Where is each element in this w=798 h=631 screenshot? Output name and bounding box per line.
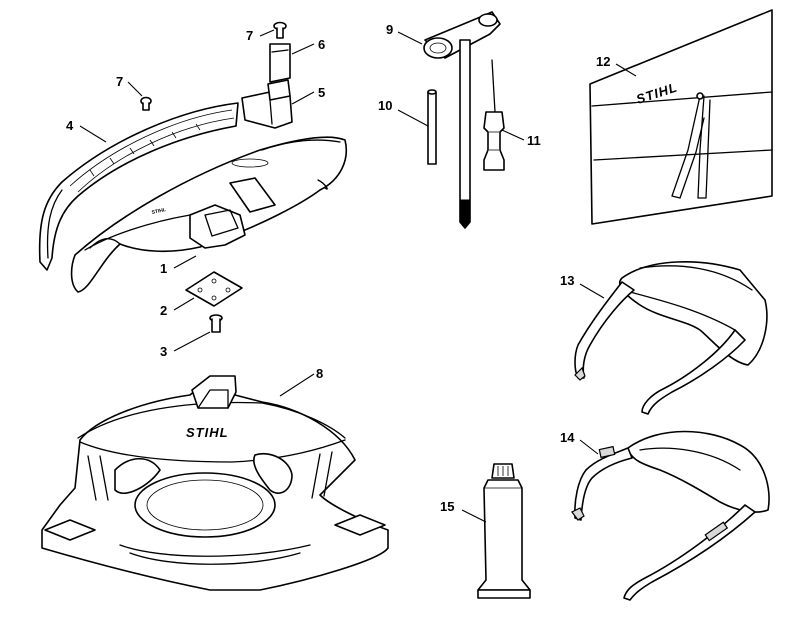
callout-13: 13	[560, 273, 574, 288]
part-2-plate	[185, 271, 243, 307]
guard-logo: STIHL	[151, 207, 166, 216]
callout-7-top: 7	[246, 28, 253, 43]
callout-2: 2	[160, 303, 167, 318]
callout-1: 1	[160, 261, 167, 276]
part-7-screw-top	[273, 21, 287, 39]
part-5-bracket	[241, 79, 293, 129]
leader-lines	[79, 29, 637, 523]
part-6-clamp	[269, 43, 291, 83]
part-8-carrier: STIHL	[41, 375, 389, 591]
part-11-screwdriver	[483, 59, 505, 171]
carrier-logo: STIHL	[186, 425, 229, 440]
callout-8: 8	[316, 366, 323, 381]
part-12-pouch: STIHL	[589, 9, 773, 225]
callout-10: 10	[378, 98, 392, 113]
callout-6: 6	[318, 37, 325, 52]
part-10-pin	[427, 89, 437, 165]
callout-7-left: 7	[116, 74, 123, 89]
part-1-guard: STIHL	[70, 136, 347, 293]
part-4-deflector	[38, 102, 239, 271]
callout-15: 15	[440, 499, 454, 514]
callout-5: 5	[318, 85, 325, 100]
callout-9: 9	[386, 22, 393, 37]
callout-14: 14	[560, 430, 575, 445]
callout-3: 3	[160, 344, 167, 359]
part-14-safety-glasses	[571, 430, 770, 601]
part-15-grease-tube	[477, 463, 531, 599]
callout-11: 11	[527, 133, 541, 148]
callout-12: 12	[596, 54, 610, 69]
part-13-safety-glasses	[574, 261, 768, 415]
part-7-screw-left	[140, 96, 152, 111]
callout-4: 4	[66, 118, 74, 133]
part-9-wrench	[423, 11, 501, 229]
callout-labels: 1 2 3 4 5 6 7 7 8 9 10 11 12 13 14 15	[66, 22, 610, 514]
part-3-bolt	[209, 314, 223, 333]
